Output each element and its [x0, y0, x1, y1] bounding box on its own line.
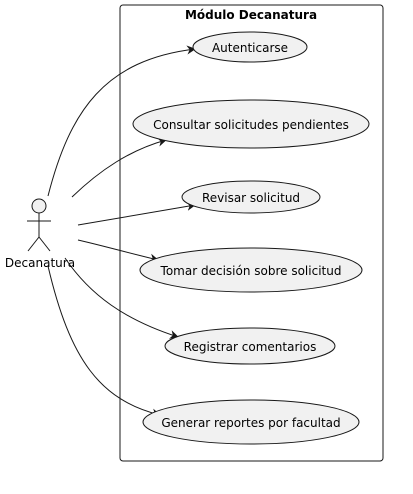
- use-case-tomar-decision: Tomar decisión sobre solicitud: [139, 247, 363, 293]
- use-case-registrar: Registrar comentarios: [164, 327, 336, 365]
- use-case-ellipse: [142, 399, 360, 445]
- association-consultar: [71, 137, 167, 198]
- system-boundary-rect: [119, 4, 384, 462]
- use-case-consultar: Consultar solicitudes pendientes: [132, 99, 370, 149]
- associations: [47, 45, 196, 418]
- use-case-ellipse: [181, 180, 321, 214]
- association-generar-reportes: [47, 265, 161, 418]
- association-autenticarse: [47, 45, 196, 197]
- actor-left-leg: [27, 236, 40, 252]
- association-revisar: [77, 201, 196, 226]
- actor-decanatura: Decanatura: [5, 198, 75, 270]
- use-case-label: Revisar solicitud: [202, 191, 300, 205]
- use-case-generar-reportes: Generar reportes por facultad: [142, 399, 360, 445]
- actor-right-leg: [38, 236, 51, 252]
- use-case-ellipse: [164, 327, 336, 365]
- use-case-revisar: Revisar solicitud: [181, 180, 321, 214]
- use-case-ellipse: [139, 247, 363, 293]
- use-case-label: Registrar comentarios: [184, 340, 317, 354]
- use-case-label: Tomar decisión sobre solicitud: [160, 264, 342, 278]
- use-case-label: Autenticarse: [212, 41, 288, 55]
- system-boundary: Módulo Decanatura: [119, 4, 384, 462]
- use-case-ellipse: [132, 99, 370, 149]
- actor-name: Decanatura: [5, 256, 75, 270]
- association-tomar-decision: [77, 239, 159, 263]
- actor-head: [31, 198, 47, 214]
- use-case-ellipse: [192, 31, 308, 63]
- use-case-autenticarse: Autenticarse: [192, 31, 308, 63]
- system-title: Módulo Decanatura: [185, 8, 317, 22]
- use-case-label: Consultar solicitudes pendientes: [153, 118, 349, 132]
- association-registrar: [64, 257, 179, 339]
- use-case-label: Generar reportes por facultad: [161, 416, 340, 430]
